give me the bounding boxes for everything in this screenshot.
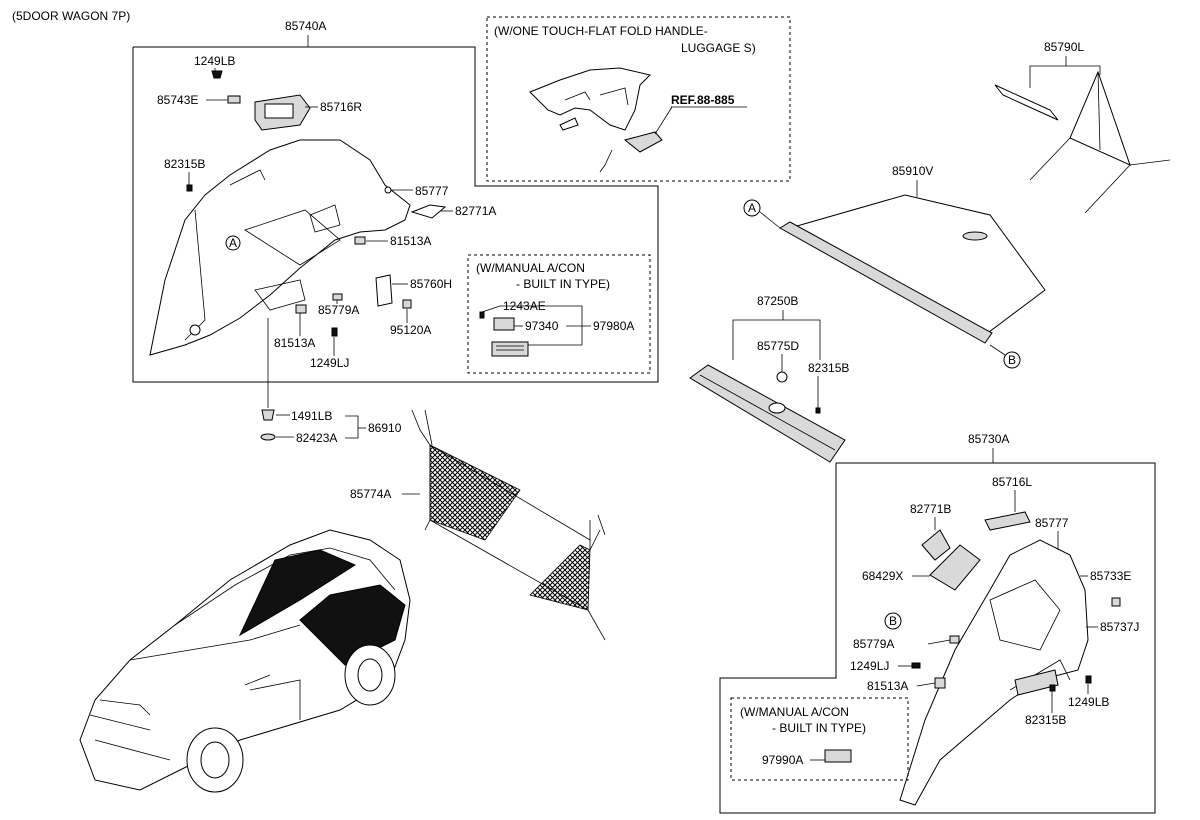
label-85730A: 85730A [968,432,1009,446]
screen-frame [1069,70,1131,166]
clip-85743E [227,95,241,104]
label-81513A-bottom: 81513A [274,336,315,350]
label-97340: 97340 [525,319,559,333]
ref-88-885: REF.88-885 [671,93,735,107]
grille-68429X [929,544,981,591]
manual-ac-right-line1: (W/MANUAL A/CON [740,705,849,719]
marker-a-left [225,235,241,251]
luggage-net-group: 1491LB 82423A 86910 85774A [260,318,606,641]
label-81513A-right: 81513A [867,679,908,693]
label-85775D: 85775D [757,339,799,353]
label-1249LB-right: 1249LB [1068,695,1109,709]
left-quarter-trim-panel [149,139,411,356]
manual-ac-left-box [467,254,651,374]
label-85760H: 85760H [410,277,452,291]
washer-82423A [260,433,276,441]
label-85779A-left: 85779A [318,303,359,317]
manual-ac-right-line2: - BUILT IN TYPE) [772,721,866,735]
svg-text:A: A [748,201,756,215]
label-82423A: 82423A [296,431,337,445]
label-82315B-right: 82315B [1025,713,1066,727]
manual-ac-right-group: (W/MANUAL A/CON - BUILT IN TYPE) 97990A [730,697,909,781]
fold-handle [623,131,663,153]
tonneau-cover-85910V: 85910V A B [743,164,1046,369]
label-82771A: 82771A [455,204,496,218]
fastener-95120A [402,299,412,309]
diagram-title: (5DOOR WAGON 7P) [12,9,130,23]
screen-kit-85790L: 85790L [994,40,1171,214]
label-97980A: 97980A [593,319,634,333]
label-1491LB: 1491LB [291,409,332,423]
marker-b-tonneau [1003,351,1021,369]
cover-82771B [921,529,951,561]
label-68429X: 68429X [862,569,903,583]
label-82315B-left: 82315B [164,157,205,171]
one-touch-group: (W/ONE TOUCH-FLAT FOLD HANDLE- LUGGAGE S… [486,16,791,182]
label-1249LB: 1249LB [194,54,235,68]
svg-text:B: B [1008,353,1016,367]
svg-text:B: B [889,614,897,628]
tonneau-shade [788,194,1046,336]
handle-85716L [984,511,1031,531]
cover-82771A [410,204,447,219]
label-82771B: 82771B [910,502,951,516]
manual-ac-left-line1: (W/MANUAL A/CON [476,261,585,275]
screw-1249LB [211,70,223,79]
label-85740A: 85740A [285,19,326,33]
bracket-85760H [375,274,393,307]
label-1249LJ-right: 1249LJ [850,659,889,673]
vent-97990A [824,749,852,763]
vehicle-shaded-trim [238,549,357,637]
sill-plate [689,364,846,463]
marker-b-right [884,612,902,630]
label-85790L: 85790L [1044,40,1084,54]
label-85774A: 85774A [350,487,391,501]
manual-ac-right-box [730,697,909,781]
label-85716R: 85716R [320,100,362,114]
manual-ac-left-line2: - BUILT IN TYPE) [516,277,610,291]
right-trim-assembly: 85730A B 85716L 82771B 85777 68429X 8573… [719,432,1156,814]
net-left-pocket [429,444,521,541]
left-trim-frame [132,46,659,383]
right-quarter-trim-panel [899,539,1089,806]
vehicle-shaded-quarter [299,584,406,666]
label-82315B-center: 82315B [808,361,849,375]
tonneau-roller [779,221,993,344]
label-1249LJ-left: 1249LJ [310,356,349,370]
label-81513A-top: 81513A [390,234,431,248]
vent-97980A [491,341,529,357]
svg-text:A: A [229,236,237,250]
label-86910: 86910 [368,421,402,435]
one-touch-trim-panel [529,67,651,131]
label-85910V: 85910V [892,164,933,178]
label-85777-left: 85777 [415,184,449,198]
screen-cover [994,84,1059,121]
sill-plate-87250B: 87250B 85775D 82315B [689,294,849,463]
label-85737J: 85737J [1100,620,1139,634]
right-trim-frame [719,462,1156,814]
one-touch-line1: (W/ONE TOUCH-FLAT FOLD HANDLE- [494,24,708,38]
label-85779A-right: 85779A [853,637,894,651]
label-95120A: 95120A [390,323,431,337]
label-85716L: 85716L [992,475,1032,489]
vehicle-body [79,529,411,791]
manual-ac-left-group: (W/MANUAL A/CON - BUILT IN TYPE) 1243AE … [467,254,651,374]
label-85733E: 85733E [1090,569,1131,583]
fastener-1491LB [261,409,275,421]
label-87250B: 87250B [757,294,798,308]
one-touch-box [486,16,791,182]
left-trim-assembly: 85740A A [132,19,659,383]
net-right-pocket [529,544,591,611]
label-97990A: 97990A [762,753,803,767]
vent-97340 [493,317,515,331]
vehicle-illustration [79,529,411,793]
label-85777-right: 85777 [1035,516,1069,530]
label-85743E: 85743E [157,93,198,107]
marker-a-tonneau [743,199,761,217]
one-touch-line2: LUGGAGE S) [681,41,756,55]
